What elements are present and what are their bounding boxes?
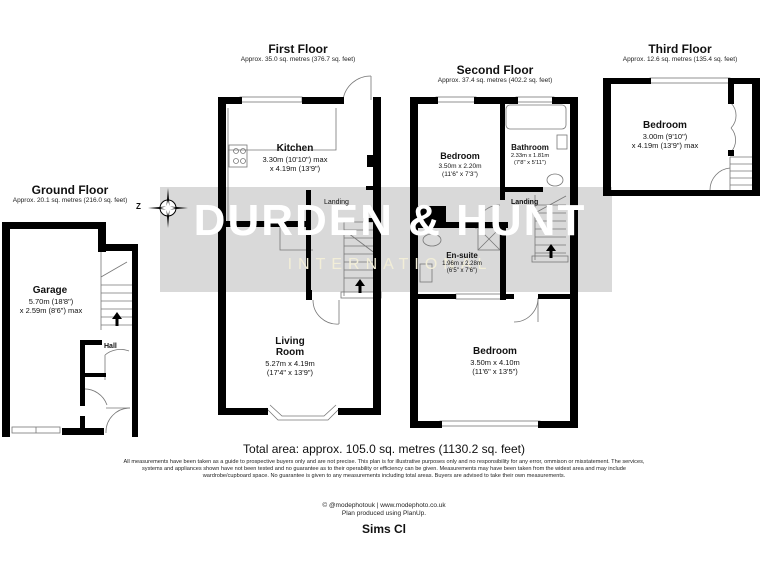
third-floor-area: Approx. 12.6 sq. metres (135.4 sq. feet) <box>622 56 738 63</box>
third-floor-title: Third Floor <box>648 42 712 56</box>
watermark-logo: DURDEN & HUNT <box>193 196 587 245</box>
room-bedroom-large-dim2: (11'6" x 13'5") <box>472 367 518 376</box>
room-kitchen-dim2: x 4.19m (13'9") <box>269 164 321 173</box>
room-living-name-line2: Room <box>275 347 305 358</box>
room-second-landing-name: Landing <box>511 199 539 206</box>
third-stairs-icon <box>729 156 756 192</box>
room-garage-dim1: 5.70m (18'8") <box>28 297 74 306</box>
room-bedroom-small-dim2: (11'6" x 7'3") <box>442 171 478 178</box>
room-kitchen-dim1: 3.30m (10'10") max <box>262 155 328 164</box>
room-first-landing-name: Landing <box>324 199 349 206</box>
compass-rose-icon <box>148 188 188 228</box>
room-garage-name: Garage <box>32 285 68 296</box>
room-ensuite-dim2: (6'5" x 7'6") <box>446 268 478 274</box>
room-bathroom-dim1: 2.33m x 1.81m <box>510 153 550 159</box>
first-stairs-icon <box>340 221 382 299</box>
room-garage-dim2: x 2.59m (8'6") max <box>19 306 83 315</box>
room-bedroom-large-name: Bedroom <box>473 346 517 357</box>
ground-floor-area: Approx. 20.1 sq. metres (216.0 sq. feet) <box>12 197 128 204</box>
room-bathroom-name: Bathroom <box>511 143 549 152</box>
room-hall-name: Hall <box>104 343 117 350</box>
ground-floor-title: Ground Floor <box>31 183 109 197</box>
room-bedroom-small-dim1: 3.50m x 2.20m <box>438 163 482 170</box>
credit: © @modephotouk | www.modephoto.co.uk Pla… <box>0 502 768 518</box>
room-bathroom-dim2: (7'8" x 5'11") <box>514 160 546 166</box>
property-address: Sims Cl <box>361 522 406 536</box>
credit-line2: Plan produced using PlanUp. <box>341 510 427 517</box>
room-third-bedroom-dim1: 3.00m (9'10") <box>642 132 688 141</box>
credit-line1: © @modephotouk | www.modephoto.co.uk <box>322 502 446 509</box>
room-bedroom-small-name: Bedroom <box>440 151 480 161</box>
room-bedroom-large-dim1: 3.50m x 4.10m <box>470 358 520 367</box>
room-kitchen-name: Kitchen <box>276 143 314 154</box>
second-stairs-icon <box>531 195 569 263</box>
room-living-dim2: (17'4" x 13'9") <box>266 368 314 377</box>
total-area: Total area: approx. 105.0 sq. metres (11… <box>243 442 525 456</box>
first-floor-area: Approx. 35.0 sq. metres (376.7 sq. feet) <box>240 56 356 63</box>
room-third-bedroom-name: Bedroom <box>643 120 687 131</box>
room-ensuite-name: En-suite <box>446 251 478 260</box>
stair-arrow-icon <box>112 312 122 326</box>
disclaimer: All measurements have been taken as a gu… <box>123 459 645 479</box>
watermark-band <box>160 187 612 292</box>
second-floor-area: Approx. 37.4 sq. metres (402.2 sq. feet) <box>437 77 553 84</box>
stair-arrow-icon <box>355 279 365 293</box>
door-swing <box>104 349 130 356</box>
room-living-dim1: 5.27m x 4.19m <box>265 359 315 368</box>
watermark-sub: INTERNATIONAL <box>287 256 493 273</box>
compass-label: Z <box>136 202 141 211</box>
room-third-bedroom-dim2: x 4.19m (13'9") max <box>631 141 699 150</box>
second-floor-title: Second Floor <box>456 63 534 77</box>
room-ensuite-dim1: 1.96m x 2.28m <box>442 261 482 267</box>
room-living-name-line1: Living <box>275 336 305 347</box>
first-floor-title: First Floor <box>268 42 328 56</box>
stair-arrow-icon <box>546 244 556 258</box>
